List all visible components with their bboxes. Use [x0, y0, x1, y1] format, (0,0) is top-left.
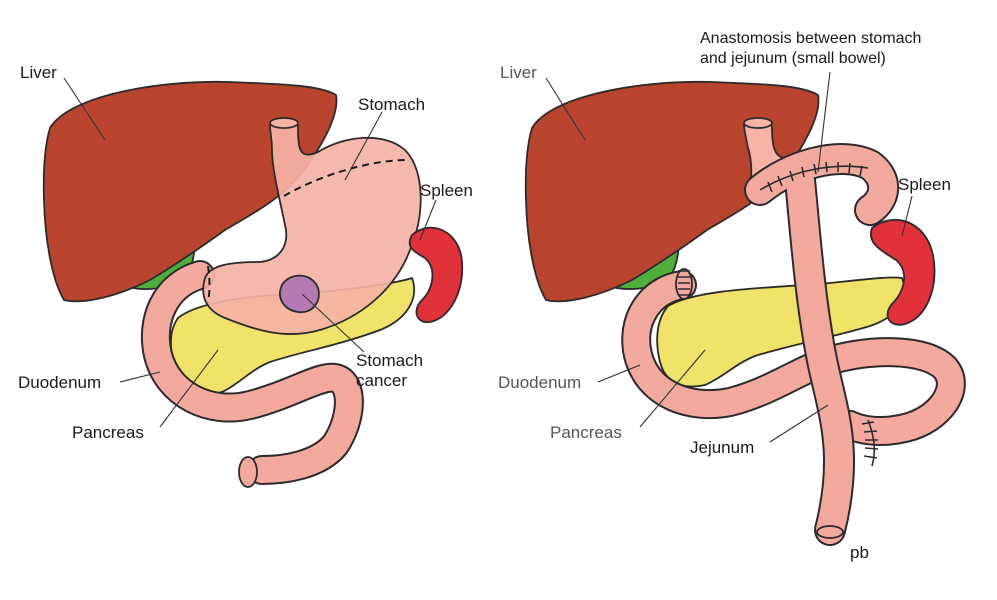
right-spleen — [869, 219, 936, 326]
right-pancreas-label: Pancreas — [550, 423, 622, 442]
right-pancreas-leader — [639, 349, 706, 428]
left-resection-line-lower — [207, 265, 211, 303]
right-jejunojejunostomy-stitches — [861, 419, 879, 467]
right-liver-leader — [545, 77, 586, 141]
left-spleen-leader — [419, 199, 437, 241]
right-jejunum-end — [816, 525, 844, 539]
left-stomach-leader — [344, 111, 383, 181]
right-jejunum-label: Jejunum — [690, 438, 754, 457]
left-cancer-label-line2: cancer — [356, 371, 407, 390]
right-jejunum-leader — [769, 404, 829, 443]
left-stomach-label: Stomach — [358, 95, 425, 114]
left-liver-leader — [63, 77, 106, 141]
right-stump-stitches — [678, 270, 690, 296]
right-spleen-label: Spleen — [898, 175, 951, 194]
left-bowel-end — [238, 456, 258, 488]
left-spleen-label: Spleen — [420, 181, 473, 200]
left-esophagus-end — [269, 117, 299, 129]
left-pancreas-leader — [159, 349, 219, 428]
right-spleen-leader — [901, 195, 913, 237]
left-cancer-leader — [301, 293, 365, 353]
left-liver-label: Liver — [20, 63, 57, 82]
right-duodenum-label: Duodenum — [498, 373, 581, 392]
right-duodenum-leader — [597, 364, 641, 383]
left-panel: Liver Stomach Spleen Stomach cancer Duod… — [18, 63, 473, 488]
right-anastomosis-label-line2: and jejunum (small bowel) — [700, 50, 886, 67]
left-spleen — [408, 226, 463, 323]
right-panel: Liver Anastomosis between stomach and je… — [498, 30, 966, 562]
right-anastomosis-stitches — [759, 161, 869, 193]
left-cancer-label-line1: Stomach — [356, 351, 423, 370]
right-anastomosis-leader — [817, 71, 831, 173]
left-duodenum-leader — [119, 371, 161, 383]
left-tumor — [279, 274, 320, 314]
right-anastomosis-label-line1: Anastomosis between stomach — [700, 30, 921, 47]
left-duodenum-fill — [142, 262, 362, 483]
left-resection-line-upper — [283, 159, 409, 197]
right-esophagus-end — [743, 117, 773, 129]
right-jejunum-fill — [746, 145, 898, 544]
right-liver-label: Liver — [500, 63, 537, 82]
artist-signature: pb — [850, 543, 869, 562]
left-duodenum-label: Duodenum — [18, 373, 101, 392]
left-pancreas-label: Pancreas — [72, 423, 144, 442]
left-stomach — [202, 119, 422, 335]
left-liver — [42, 80, 338, 303]
